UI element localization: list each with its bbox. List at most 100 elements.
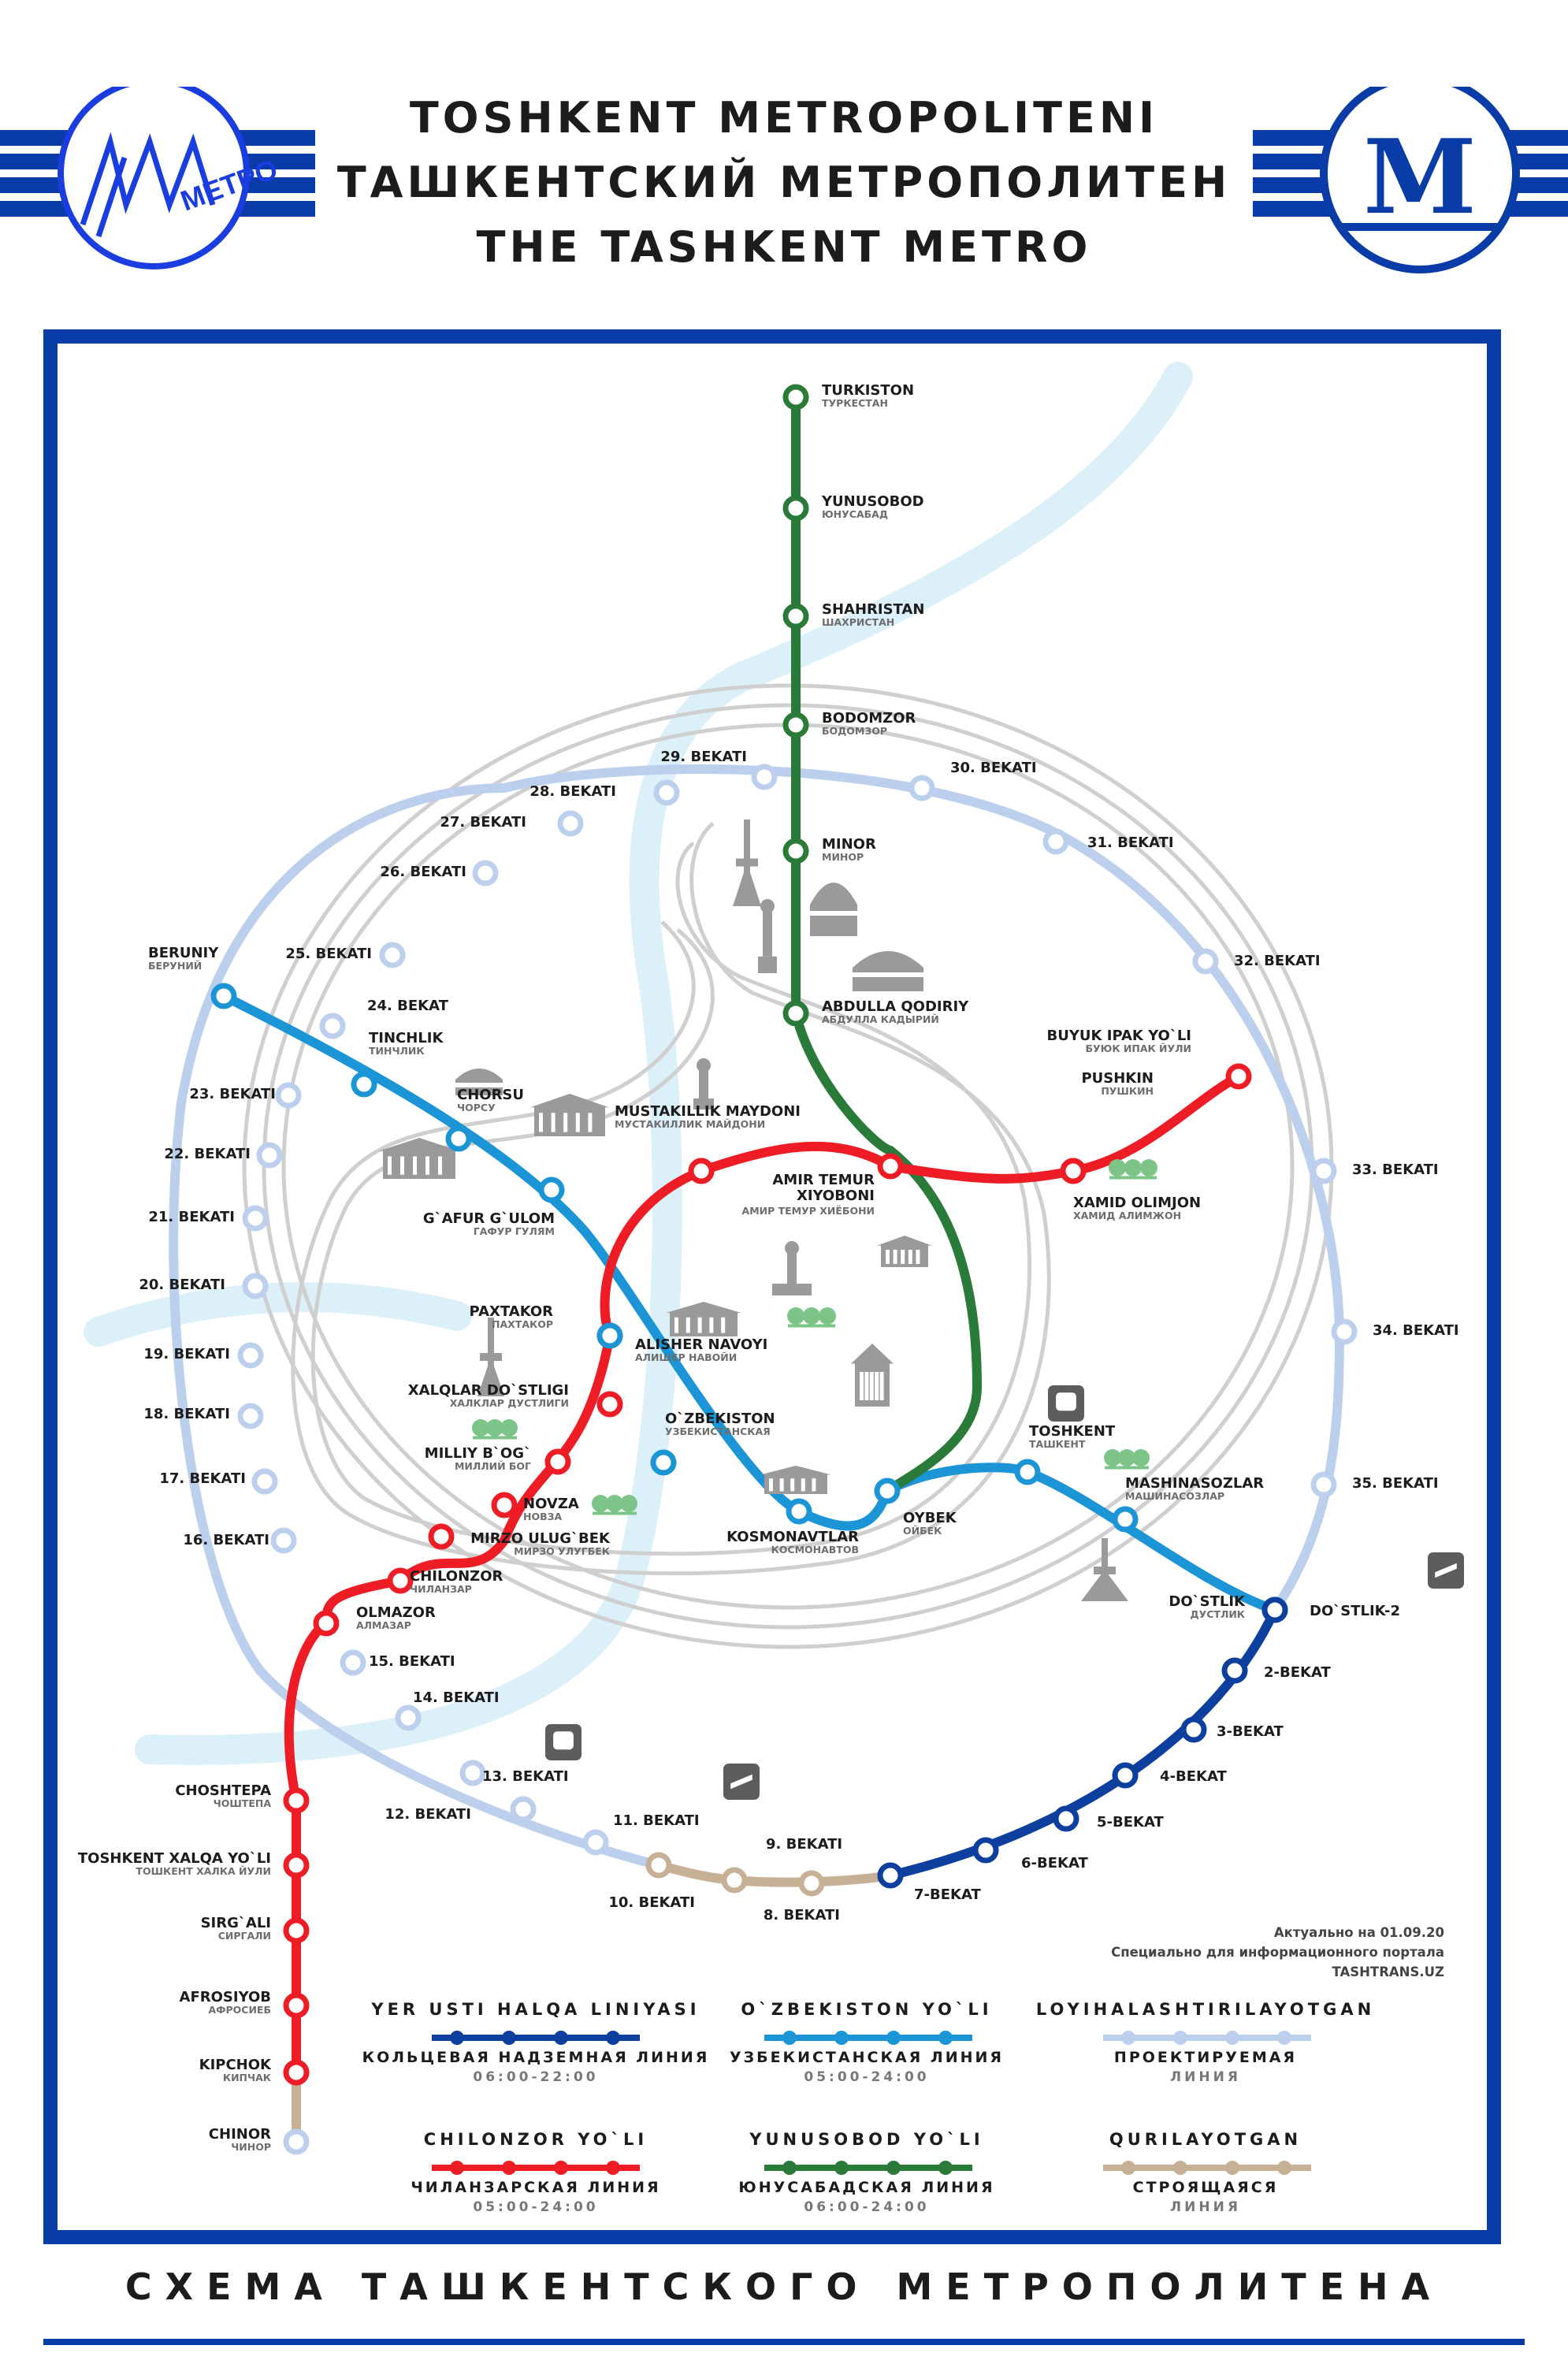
station-planned-34[interactable]: 34. BEKATI	[1331, 1318, 1459, 1345]
station-marker[interactable]	[283, 1992, 310, 2019]
station-marker[interactable]	[237, 1342, 264, 1369]
station-planned-21[interactable]: 21. BEKATI	[148, 1205, 269, 1232]
station-planned-31[interactable]: 31. BEKATI	[1042, 828, 1174, 855]
station-marker[interactable]	[1060, 1158, 1087, 1184]
station-marker[interactable]	[275, 1082, 302, 1109]
station-marker[interactable]	[210, 983, 237, 1009]
station-ring-1[interactable]: DO`STLIK-2	[1261, 1596, 1400, 1623]
station-marker[interactable]	[1221, 1657, 1248, 1684]
station-marker[interactable]	[798, 1870, 825, 1897]
station-marker[interactable]	[428, 1523, 455, 1550]
station-marker[interactable]	[283, 1787, 310, 1814]
station-marker[interactable]	[1261, 1596, 1288, 1623]
station-marker[interactable]	[283, 1917, 310, 1944]
station-marker[interactable]	[283, 2059, 310, 2086]
station-marker[interactable]	[557, 810, 584, 837]
station-marker[interactable]	[1053, 1805, 1079, 1832]
station-planned-29[interactable]: 29. BEKATI	[660, 749, 778, 790]
station-planned-33[interactable]: 33. BEKATI	[1310, 1158, 1439, 1184]
station-planned-18[interactable]: 18. BEKATI	[143, 1403, 264, 1429]
station-marker[interactable]	[596, 1322, 623, 1349]
station-marker[interactable]	[1112, 1762, 1139, 1789]
station-marker[interactable]	[688, 1158, 715, 1184]
station-planned-14[interactable]: 14. BEKATI	[395, 1689, 500, 1731]
station-marker[interactable]	[972, 1837, 999, 1864]
station-planned-23[interactable]: 23. BEKATI	[189, 1082, 302, 1109]
station-marker[interactable]	[1014, 1459, 1041, 1485]
station-marker[interactable]	[650, 1449, 677, 1476]
station-marker[interactable]	[1112, 1506, 1139, 1533]
station-marker[interactable]	[544, 1448, 571, 1475]
station-marker[interactable]	[256, 1142, 283, 1169]
station-planned-35[interactable]: 35. BEKATI	[1310, 1471, 1439, 1498]
station-marker[interactable]	[782, 838, 809, 864]
station-marker[interactable]	[472, 860, 499, 886]
station-construction-10[interactable]: 10. BEKATI	[608, 1852, 695, 1911]
station-marker[interactable]	[242, 1273, 269, 1299]
station-marker[interactable]	[596, 1391, 623, 1418]
station-planned-11[interactable]: 11. BEKATI	[582, 1812, 700, 1856]
station-construction-8[interactable]: 8. BEKATI	[764, 1870, 840, 1924]
station-marker[interactable]	[283, 2128, 310, 2155]
station-marker[interactable]	[351, 1071, 377, 1098]
station-marker[interactable]	[395, 1704, 422, 1731]
station-mustakillik-marker[interactable]	[688, 1158, 715, 1184]
station-planned-22[interactable]: 22. BEKATI	[164, 1142, 283, 1169]
station-marker[interactable]	[459, 1760, 486, 1786]
station-marker[interactable]	[645, 1852, 672, 1879]
station-ring-5[interactable]: 5-BEKAT	[1053, 1805, 1164, 1832]
station-planned-28[interactable]: 28. BEKATI	[529, 779, 680, 806]
station-marker[interactable]	[445, 1125, 472, 1152]
station-planned-20[interactable]: 20. BEKATI	[139, 1273, 269, 1299]
station-marker[interactable]	[242, 1205, 269, 1232]
station-milliy-b-og-[interactable]: MILLIY B`OG`МИЛЛИЙ БОГ	[425, 1445, 571, 1475]
station-marker[interactable]	[1180, 1716, 1207, 1743]
station-marker[interactable]	[782, 495, 809, 522]
station-marker[interactable]	[874, 1478, 901, 1504]
station-marker[interactable]	[1331, 1318, 1358, 1345]
station-marker[interactable]	[908, 775, 935, 801]
station-planned-30[interactable]: 30. BEKATI	[908, 760, 1037, 801]
station-planned-12[interactable]: 12. BEKATI	[385, 1796, 537, 1823]
station-ring-2[interactable]: 2-BEKAT	[1221, 1657, 1331, 1684]
station-marker[interactable]	[313, 1610, 340, 1637]
station-marker[interactable]	[782, 1000, 809, 1027]
station-marker[interactable]	[751, 764, 778, 790]
station-marker[interactable]	[877, 1153, 904, 1180]
station-marker[interactable]	[782, 712, 809, 738]
station-marker[interactable]	[237, 1403, 264, 1429]
station-marker[interactable]	[340, 1649, 366, 1676]
station-ring-3[interactable]: 3-BEKAT	[1180, 1716, 1284, 1743]
station-planned-26[interactable]: 26. BEKATI	[380, 860, 499, 886]
station-planned-19[interactable]: 19. BEKATI	[143, 1342, 264, 1369]
station-marker[interactable]	[283, 1852, 310, 1879]
station-marker[interactable]	[582, 1829, 609, 1856]
station-marker[interactable]	[379, 942, 406, 968]
station-marker[interactable]	[1310, 1158, 1337, 1184]
station-planned-16[interactable]: 16. BEKATI	[183, 1527, 297, 1554]
station-marker[interactable]	[387, 1567, 414, 1594]
station-marker[interactable]	[1225, 1063, 1252, 1090]
station-marker[interactable]	[782, 384, 809, 411]
station-marker[interactable]	[1042, 828, 1069, 855]
